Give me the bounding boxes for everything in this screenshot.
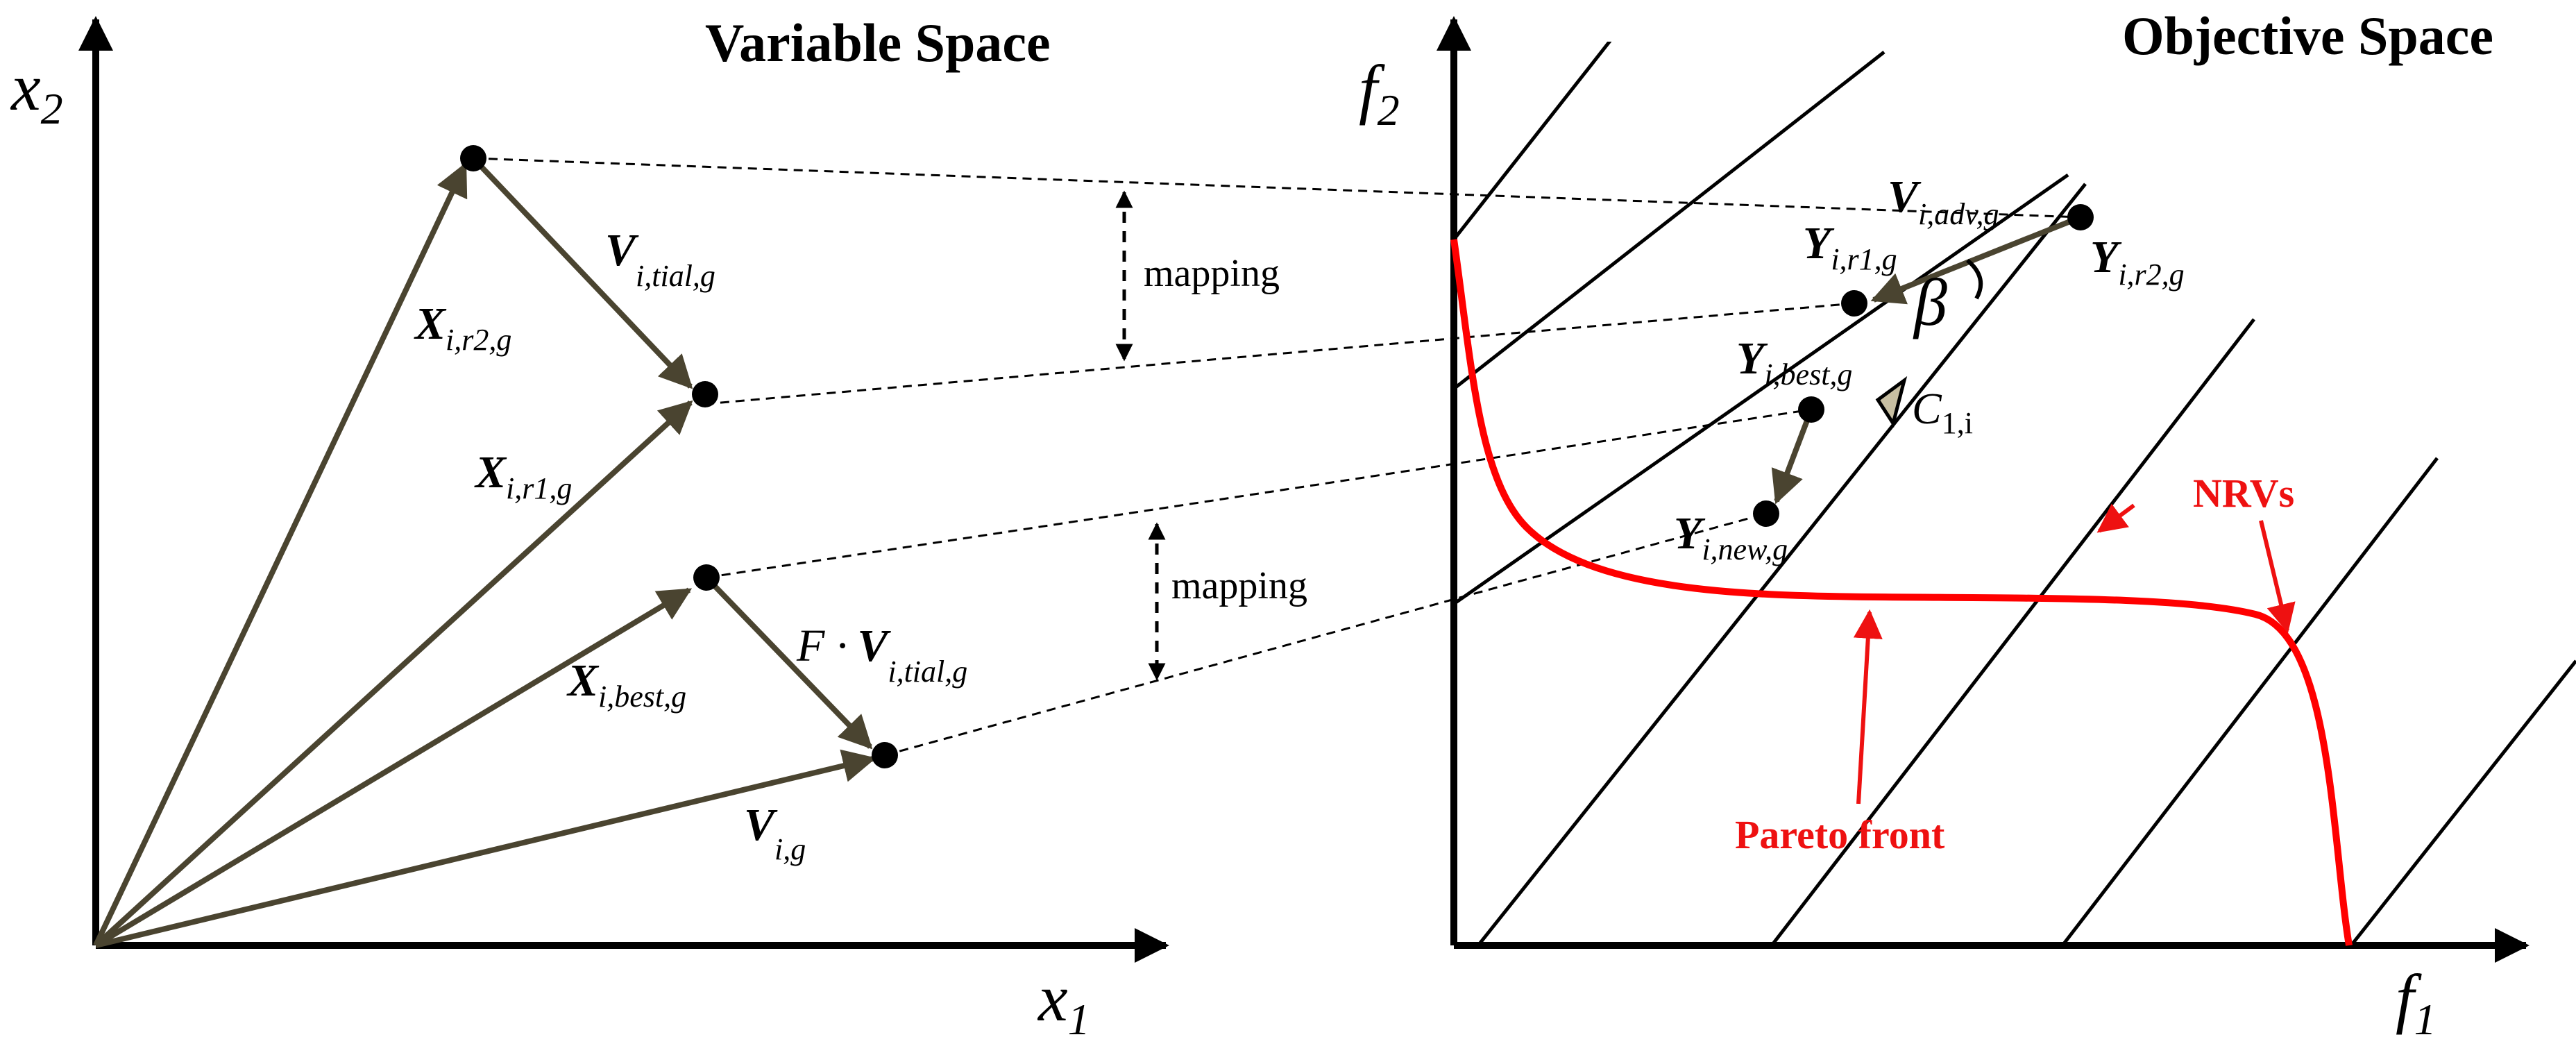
variable-space-panel xyxy=(78,16,1169,963)
point-y-best xyxy=(1798,396,1824,423)
map-line-r2 xyxy=(473,157,2081,219)
ref-line-3 xyxy=(1454,173,2069,606)
label-x-r1: Xi,r1,g xyxy=(474,447,572,505)
label-v-ig: Vi,g xyxy=(744,800,806,866)
point-y-r2 xyxy=(2067,204,2094,230)
label-beta: β xyxy=(1913,265,1947,339)
map-line-r1 xyxy=(704,302,1855,405)
vector-v-tial xyxy=(471,156,693,389)
vector-v-adv xyxy=(1870,214,2082,305)
vector-y-best-to-new xyxy=(1771,408,1814,505)
label-x-r2: Xi,r2,g xyxy=(414,298,511,357)
title-objective-space: Objective Space xyxy=(2122,6,2493,66)
label-v-adv: Vi,adv,g xyxy=(1888,171,1999,231)
c1-marker-icon xyxy=(1875,376,1908,428)
map-line-vig xyxy=(884,512,1767,757)
label-f-v-tial: F ·Vi,tial,g xyxy=(796,621,967,689)
label-y-r2: Yi,r2,g xyxy=(2090,232,2185,292)
label-pareto-front: Pareto front xyxy=(1735,812,1945,857)
label-right-y-axis: f2 xyxy=(1359,51,1400,135)
label-y-r1: Yi,r1,g xyxy=(1803,218,1897,276)
pareto-arrow xyxy=(1853,609,1883,805)
ref-line-2 xyxy=(1454,51,1886,390)
mapping-lines xyxy=(473,157,2081,757)
label-x-best: Xi,best,g xyxy=(566,655,686,714)
vector-v-ig xyxy=(95,749,876,948)
ref-line-1 xyxy=(1454,42,1612,241)
label-mapping-bottom: mapping xyxy=(1171,564,1307,607)
label-c1: C1,i xyxy=(1912,384,1973,440)
reference-lines xyxy=(1454,42,2576,945)
point-y-new xyxy=(1753,500,1779,527)
vector-f-v-tial xyxy=(704,575,873,750)
nrvs-arrow-1 xyxy=(2096,503,2135,533)
vector-x-best xyxy=(94,587,693,948)
ref-line-4 xyxy=(1477,183,2087,945)
point-x-r1 xyxy=(692,381,718,407)
ref-line-6 xyxy=(2061,457,2439,945)
ref-line-7 xyxy=(2350,659,2576,945)
pareto-front-curve xyxy=(1450,239,2353,946)
map-line-best xyxy=(706,408,1812,579)
label-y-best: Yi,best,g xyxy=(1736,333,1852,391)
vector-x-r2 xyxy=(93,162,468,947)
label-v-tial: Vi,tial,g xyxy=(605,225,715,293)
label-left-y-axis: x2 xyxy=(10,50,63,133)
title-variable-space: Variable Space xyxy=(705,12,1051,73)
label-right-x-axis: f1 xyxy=(2396,961,2437,1044)
label-left-x-axis: x1 xyxy=(1037,961,1090,1044)
label-mapping-top: mapping xyxy=(1144,252,1280,295)
ref-line-5 xyxy=(1770,318,2255,945)
beta-angle-arc xyxy=(1966,258,1983,300)
label-nrvs: NRVs xyxy=(2193,471,2294,516)
nrvs-arrow-2 xyxy=(2259,520,2296,634)
vector-x-r1 xyxy=(94,400,693,947)
point-y-r1 xyxy=(1841,290,1867,317)
label-y-new: Yi,new,g xyxy=(1674,508,1788,566)
objective-space-panel xyxy=(1437,16,2576,963)
